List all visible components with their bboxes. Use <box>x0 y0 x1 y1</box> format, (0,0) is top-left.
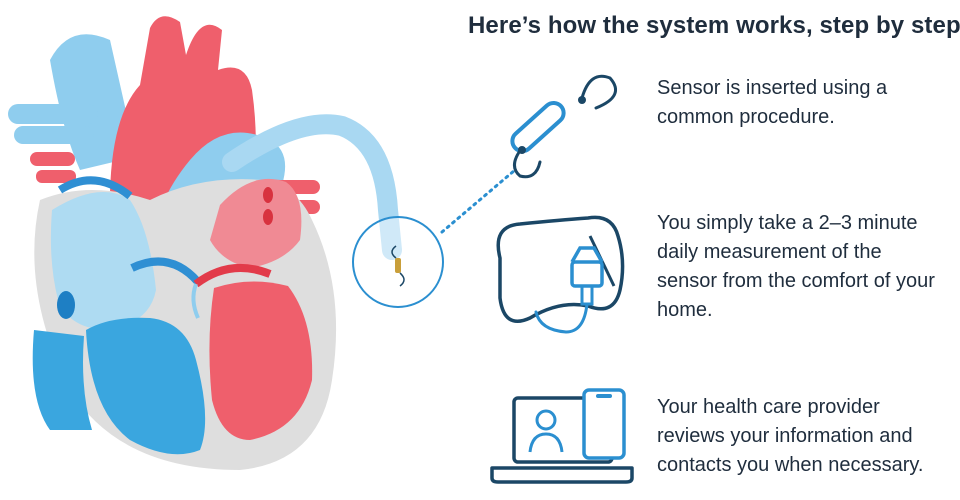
inferior-vena-cava <box>32 330 92 430</box>
step-1-text: Sensor is inserted using a common proced… <box>657 77 888 128</box>
right-atrium <box>50 192 156 330</box>
page-title: Here’s how the system works, step by ste… <box>468 12 960 39</box>
sensor-icon <box>510 74 618 179</box>
catheter-tube <box>222 114 402 260</box>
left-atrium <box>210 178 302 268</box>
step-3-text: Your health care provider reviews your i… <box>657 396 924 476</box>
right-ventricle <box>86 317 206 455</box>
left-ventricle <box>209 281 313 440</box>
sensor-magnifier <box>352 216 444 308</box>
step-2-text: You simply take a 2–3 minute daily measu… <box>657 212 935 321</box>
laptop-phone-icon <box>490 388 634 484</box>
heart-diagram <box>8 16 337 470</box>
connector-dotted-line <box>440 168 517 234</box>
pillow-reader-icon <box>496 215 625 334</box>
